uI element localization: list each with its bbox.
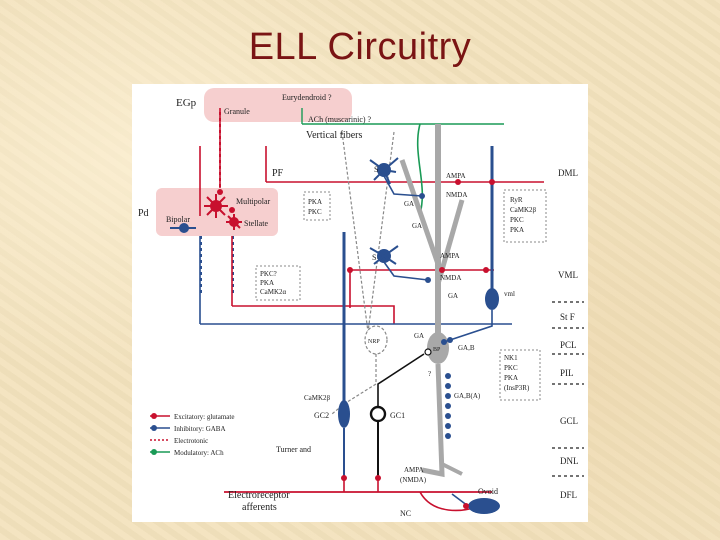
layer-pil: PIL [560,368,574,378]
red-return [232,305,395,324]
ampa-mid-label: AMPA [440,252,460,260]
granule-label: Granule [224,107,250,116]
inhibitory-synapses [419,193,453,345]
gc1-terminal [424,348,432,356]
multipolar-cell [204,194,228,218]
electroreceptor-label-2: afferents [242,502,277,513]
signaling-box-2-line-4: PKA [510,226,524,234]
legend-markers [150,413,170,455]
layer-dnl: DNL [560,456,579,466]
signaling-box-3-line-3: CaMK2α [260,288,287,296]
bipolar-cell [170,223,196,233]
gab-bottom-label: GA,B(A) [454,392,481,400]
signaling-box-3-line-2: PKA [260,279,274,287]
camk2b-label: CaMK2β [304,394,331,402]
egp-region [204,88,352,122]
ovoid-label: Ovoid [478,487,498,496]
nmda-mid-label: NMDA [440,274,461,282]
signaling-box-3 [255,265,301,301]
signaling-box-2-line-3: PKC [510,216,524,224]
nrp-axon [331,354,377,415]
electroreceptor-label-1: Electroreceptor [228,490,290,501]
eurydendroid-label: Eurydendroid ? [282,93,332,102]
q-label: ? [428,370,431,378]
gc2-input-synapse [341,475,347,481]
bp-dendrite-left [399,159,441,265]
ga-2-label: GA [412,222,422,230]
bp-basal-right [441,462,463,476]
vertical-fibers-label: Vertical fibers [306,130,362,141]
ga-3-label: GA [448,292,458,300]
basal-inhibitory-synapses [445,373,451,439]
s-upper-label: S [374,165,378,174]
gc2-soma [338,400,350,428]
turner-and-label: Turner and [276,445,311,454]
excitatory-synapses [217,179,495,509]
ell-circuit-diagram: EGp Granule Eurydendroid ? ACh (muscarin… [132,84,588,522]
ampa-top-label: AMPA [446,172,466,180]
signaling-box-1 [303,191,331,221]
gc1-label: GC1 [390,411,405,420]
ga-1-label: GA [404,200,414,208]
vml-cell-axon [443,310,493,343]
legend-modulatory: Modulatory: ACh [174,449,224,457]
pd-label: Pd [138,208,149,219]
signaling-box-2-line-1: RyR [510,196,523,204]
s-cell-upper-axon [383,175,423,197]
layer-vml: VML [558,270,578,280]
signaling-box-3-line-1: PKC? [260,270,277,278]
ach-label: ACh (muscarinic) ? [308,115,372,124]
gc1-soma [369,405,387,423]
vml-cell-soma [485,288,499,310]
signaling-box-4-line-2: PKC [504,364,518,372]
signaling-box-1-line-1: PKA [308,198,322,206]
s-cell-upper-processes [369,157,399,185]
nrp-cell [364,325,388,355]
slide-title: ELL Circuitry [248,26,472,68]
stellate-label: Stellate [244,219,268,228]
stellate-pd-cell [226,214,242,230]
multipolar-label: Multipolar [236,197,271,206]
s-lower-label: S [372,253,376,262]
ga-4-label: GA [414,332,424,340]
layer-dividers [552,301,584,477]
legend-inhibitory: Inhibitory: GABA [174,425,226,433]
layer-stf: St F [560,312,575,322]
legend-electrotonic: Electrotonic [174,437,208,445]
egp-label: EGp [176,97,197,109]
vertical-fiber-right [367,131,395,333]
gc1-input-synapse [375,475,381,481]
ampa-low-label: AMPA [404,466,424,474]
legend-excitatory: Excitatory: glutamate [174,413,234,421]
signaling-box-1-line-2: PKC [308,208,322,216]
s-cell-lower-processes [369,245,399,265]
signaling-box-4-line-3: PKA [504,374,518,382]
nmda-low-label: (NMDA) [400,476,427,484]
layer-gcl: GCL [560,416,578,426]
nc-label: NC [400,509,411,518]
signaling-box-2 [503,189,547,243]
gab-label: GA,B [458,344,475,352]
layer-dfl: DFL [560,490,577,500]
bp-label: BP [433,347,441,353]
nrp-label: NRP [368,339,380,345]
vml-cell-label: vml [504,290,515,298]
signaling-box-4-line-1: NK1 [504,354,518,362]
bp-basal-dendrite [421,363,445,478]
s-cell-lower-axon [383,261,429,281]
gc2-label: GC2 [314,411,329,420]
layer-pcl: PCL [560,340,577,350]
ovoid-cell [468,498,500,514]
bipolar-label: Bipolar [166,215,190,224]
signaling-box-4 [499,349,541,401]
vertical-fiber-left [341,131,369,333]
ach-vertical [416,123,424,215]
nmda-top-label: NMDA [446,191,467,199]
signaling-box-4-line-4: (InsP3R) [504,384,530,392]
pf-label: PF [272,168,284,179]
signaling-box-2-line-2: CaMK2β [510,206,537,214]
layer-dml: DML [558,168,578,178]
gc1-axon [377,353,425,407]
